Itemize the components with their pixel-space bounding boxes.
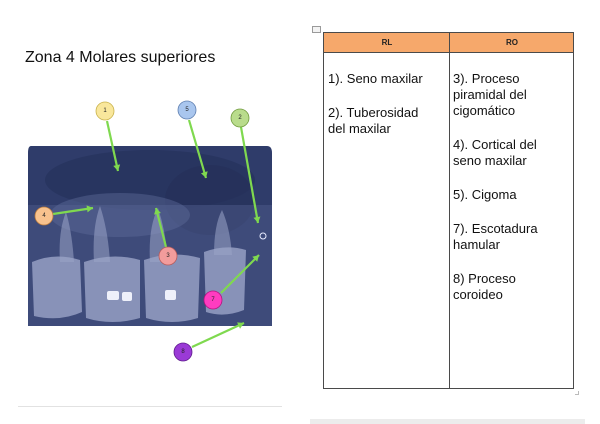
- list-item-line: piramidal del: [453, 87, 527, 102]
- marker-8: 8: [173, 342, 193, 362]
- list-item-line: 4). Cortical del: [453, 137, 537, 152]
- list-item-line: cigomático: [453, 103, 516, 118]
- dental-fillings: [107, 290, 176, 301]
- list-item-line: 3). Proceso: [453, 71, 520, 86]
- arrow-4: [52, 206, 94, 216]
- marker-5: 5: [177, 100, 197, 120]
- table-header-row: RL RO: [324, 33, 573, 53]
- marker-1-label: 1: [103, 108, 107, 114]
- radiograph-figure: 1 2 3 4 5 7 8: [28, 100, 272, 362]
- list-item-line: del maxilar: [328, 121, 391, 136]
- table-corner-tick: [575, 391, 579, 395]
- list-item: 5). Cigoma: [453, 187, 571, 203]
- marker-4-label: 4: [42, 213, 46, 219]
- column-header-rl: RL: [381, 38, 393, 47]
- marker-7-label: 7: [211, 297, 215, 303]
- marker-8-label: 8: [181, 349, 185, 355]
- marker-1: 1: [95, 101, 115, 121]
- arrow-5: [187, 119, 208, 179]
- marker-3-label: 3: [166, 253, 170, 259]
- arrow-8-head: [237, 322, 244, 329]
- marker-2: 2: [230, 108, 250, 128]
- arrow-4-head: [86, 205, 93, 213]
- slide-divider-right: [310, 419, 585, 424]
- arrow-3-head: [154, 208, 161, 215]
- list-item: 7). Escotadura hamular: [453, 221, 571, 253]
- list-item-line: 8) Proceso: [453, 271, 516, 286]
- arrow-2: [239, 126, 260, 224]
- marker-4: 4: [34, 206, 54, 226]
- marker-7: 7: [203, 290, 223, 310]
- list-item-line: 7). Escotadura: [453, 221, 538, 236]
- bone-highlight: [50, 193, 190, 237]
- list-item-line: seno maxilar: [453, 153, 527, 168]
- slide-title: Zona 4 Molares superiores: [25, 49, 216, 66]
- arrow-3: [154, 207, 168, 248]
- list-item-line: 2). Tuberosidad: [328, 105, 419, 120]
- column-header-ro: RO: [506, 38, 518, 47]
- arrows: [52, 119, 261, 348]
- landmarks-table: RL RO 1). Seno maxilar 2). Tuberosidad d…: [323, 32, 574, 389]
- arrow-1-head: [113, 164, 121, 171]
- list-item: 4). Cortical del seno maxilar: [453, 137, 571, 169]
- radiograph-image: [28, 146, 272, 326]
- arrow-5-head: [200, 171, 208, 178]
- list-item: 2). Tuberosidad del maxilar: [328, 105, 446, 137]
- list-item-line: coroideo: [453, 287, 503, 302]
- rl-column: 1). Seno maxilar 2). Tuberosidad del max…: [328, 71, 446, 155]
- list-item-line: 5). Cigoma: [453, 187, 517, 202]
- table-move-handle[interactable]: [312, 26, 321, 33]
- ro-column: 3). Proceso piramidal del cigomático 4).…: [453, 71, 571, 321]
- list-item: 1). Seno maxilar: [328, 71, 446, 87]
- arrow-7-head: [252, 255, 259, 262]
- marker-5-label: 5: [185, 107, 189, 113]
- list-item: 3). Proceso piramidal del cigomático: [453, 71, 571, 119]
- arrow-8: [191, 322, 245, 348]
- radiograph-small-ring: [259, 232, 267, 240]
- list-item-line: 1). Seno maxilar: [328, 71, 423, 86]
- arrow-1: [105, 120, 120, 172]
- slide-divider-left: [18, 406, 282, 407]
- column-divider: [449, 33, 450, 388]
- marker-3: 3: [158, 246, 178, 266]
- marker-2-label: 2: [238, 115, 242, 121]
- arrow-2-head: [253, 216, 261, 223]
- list-item-line: hamular: [453, 237, 500, 252]
- list-item: 8) Proceso coroideo: [453, 271, 571, 303]
- arrow-7: [220, 254, 260, 294]
